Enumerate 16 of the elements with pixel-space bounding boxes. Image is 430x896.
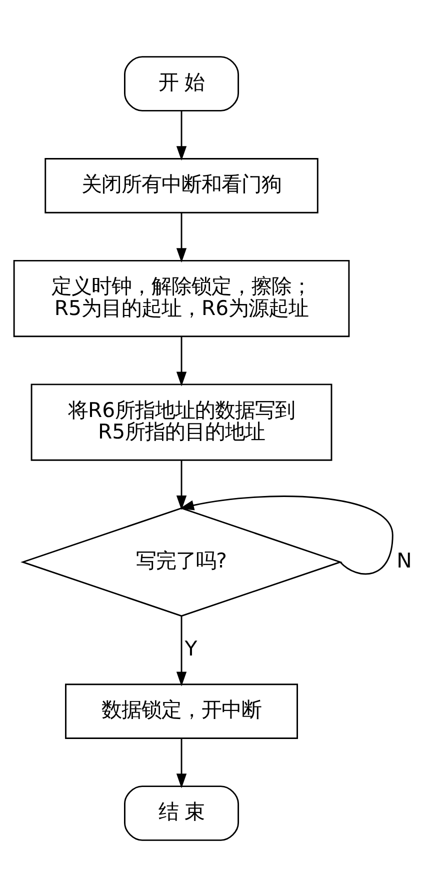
arrow (176, 336, 187, 386)
edge-label: Y (184, 636, 198, 660)
edge-label: N (396, 548, 412, 572)
arrow (179, 495, 394, 574)
node-box: 将R6所指地址的数据写到R5所指的目的地址 (30, 383, 332, 460)
arrow (176, 616, 187, 686)
arrow (176, 212, 187, 262)
node-box: 开 始 (124, 56, 240, 111)
arrow (176, 110, 187, 160)
node-box: 关闭所有中断和看门狗 (44, 158, 318, 213)
arrow (176, 460, 187, 510)
node-box: 数据锁定，开中断 (65, 683, 298, 738)
arrow (176, 738, 187, 788)
node-box: 结 束 (124, 785, 240, 840)
node-box: 定义时钟，解除锁定，擦除；R5为目的起址，R6为源起址 (13, 259, 350, 337)
node-diamond: 写完了吗? (20, 506, 342, 616)
